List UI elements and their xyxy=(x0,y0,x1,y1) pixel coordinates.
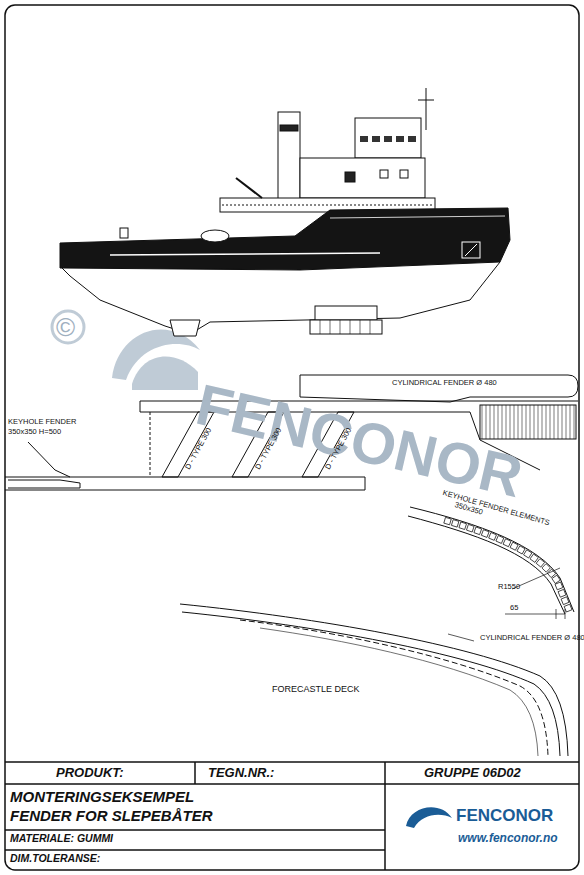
watermark-logo xyxy=(52,311,200,390)
keyhole-element xyxy=(466,524,474,532)
keyhole-element xyxy=(524,550,532,558)
logo-text: FENCONOR xyxy=(456,807,553,826)
keyhole-element xyxy=(489,533,497,541)
table-cell: GRUPPE 06D02 xyxy=(424,766,521,780)
watermark-text: FENCONOR xyxy=(191,372,529,509)
table-cell: PRODUKT: xyxy=(56,766,124,780)
keyhole-element xyxy=(561,597,569,605)
keyhole-element xyxy=(555,582,563,590)
area-name: FORECASTLE DECK xyxy=(272,685,360,695)
keyhole-element xyxy=(481,530,489,538)
keyhole-element xyxy=(444,517,451,524)
dimension: R1550 xyxy=(498,583,520,591)
keyhole-element xyxy=(451,520,458,527)
keyhole-element xyxy=(517,546,525,554)
keyhole-element xyxy=(558,589,566,597)
part-name: CYLINDRICAL FENDER Ø 480 xyxy=(480,634,584,642)
watermark-symbol: © xyxy=(56,313,75,342)
table-cell: TEGN.NR.: xyxy=(208,766,274,780)
table-cell: DIM.TOLERANSE: xyxy=(10,853,100,865)
web-address: www.fenconor.no xyxy=(458,832,558,845)
sheet-border xyxy=(5,5,579,870)
dimension: 65 xyxy=(510,604,518,612)
part-name: KEYHOLE FENDER xyxy=(8,418,76,426)
plan-view-detail xyxy=(180,507,574,756)
keyhole-element xyxy=(510,542,518,550)
tugboat-illustration xyxy=(60,88,510,336)
keyhole-element xyxy=(530,554,538,562)
keyhole-element xyxy=(459,522,467,530)
part-name: CYLINDRICAL FENDER Ø 480 xyxy=(392,379,497,387)
title-block xyxy=(5,762,579,870)
dimension: 350x350 H=500 xyxy=(8,428,61,436)
keyhole-element xyxy=(503,539,511,547)
keyhole-element xyxy=(536,559,544,567)
keyhole-element xyxy=(496,536,504,544)
drawing-title: MONTERINGSEKSEMPEL FENDER FOR SLEPEBÅTER xyxy=(10,788,240,826)
table-cell: MATERIALE: GUMMI xyxy=(10,833,113,845)
keyhole-element xyxy=(474,527,482,535)
keyhole-element xyxy=(542,564,550,572)
